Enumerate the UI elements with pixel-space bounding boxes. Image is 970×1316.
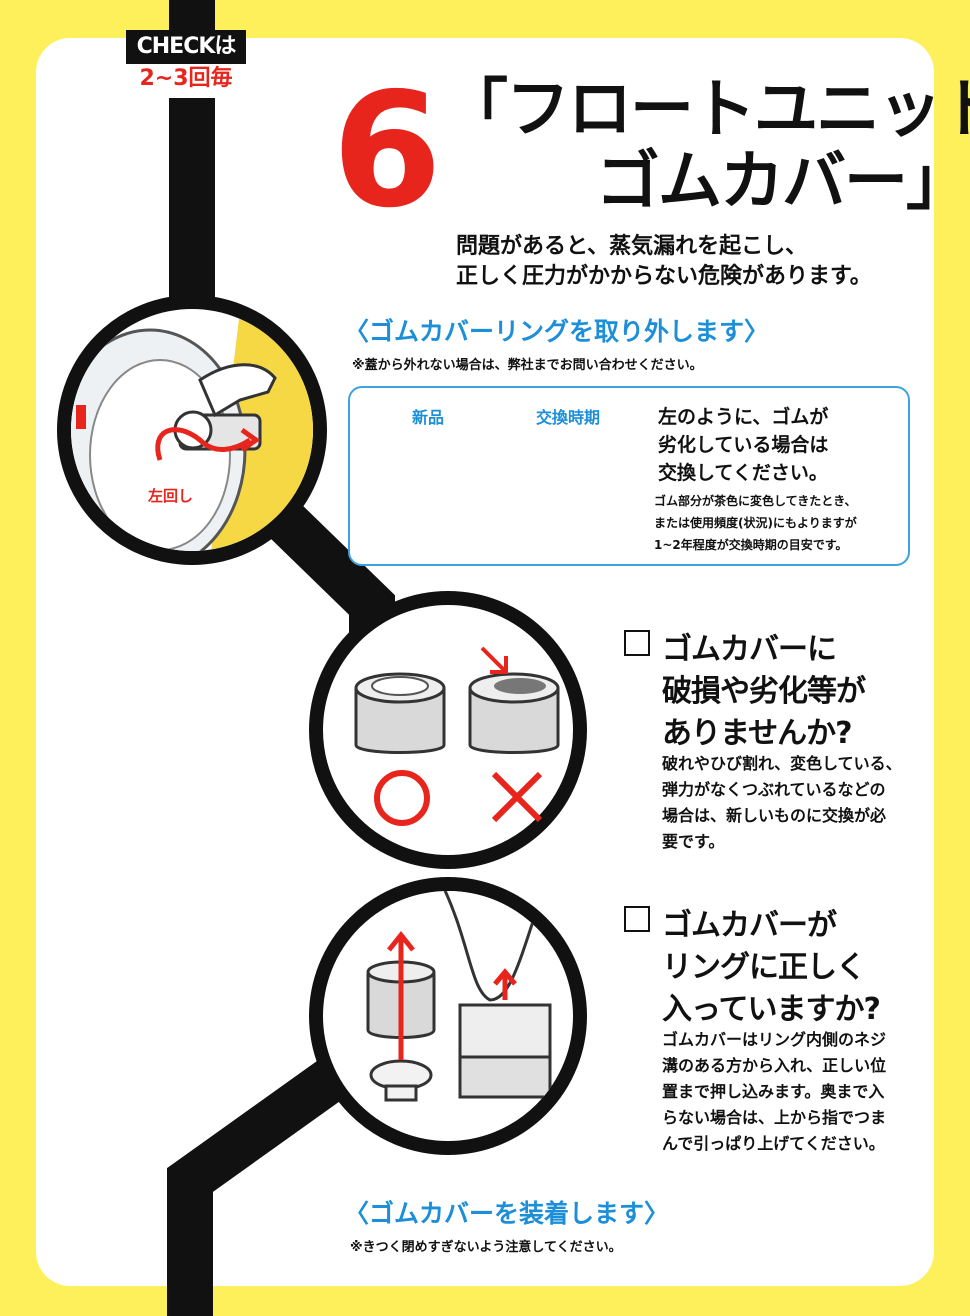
page-title-line2: ゴムカバー」 — [596, 145, 970, 219]
info-body-line1: ゴム部分が茶色に変色してきたとき、 — [654, 494, 857, 508]
info-heading-line3: 交換してください。 — [658, 462, 828, 484]
section-attach-title: 〈ゴムカバーを装着します〉 — [344, 1199, 670, 1228]
check1-checkbox[interactable] — [624, 630, 650, 656]
illustration-insert-cover — [309, 877, 587, 1155]
check2-body-line3: 置まで押し込みます。奥まで入 — [662, 1082, 885, 1101]
check2-body-line4: らない場合は、上から指でつま — [662, 1108, 887, 1127]
check2-body-line2: 溝のある方から入れ、正しい位 — [662, 1056, 887, 1075]
check2-title-line1: ゴムカバーが — [662, 908, 837, 943]
check1-body-line1: 破れやひび割れ、変色している、 — [662, 754, 902, 773]
check1-title-line1: ゴムカバーに — [662, 632, 837, 667]
replacement-info-box — [348, 386, 910, 566]
info-heading-line2: 劣化している場合は — [658, 434, 829, 456]
check2-checkbox[interactable] — [624, 906, 650, 932]
step-number: 6 — [332, 59, 442, 243]
section-remove-note: ※蓋から外れない場合は、弊社までお問い合わせください。 — [352, 358, 703, 373]
warning-line2: 正しく圧力がかからない危険があります。 — [456, 264, 872, 289]
check1-title-line3: ありませんか? — [662, 716, 853, 751]
label-replace-time: 交換時期 — [536, 408, 601, 427]
info-heading-line1: 左のように、ゴムが — [658, 406, 829, 428]
turn-left-label: 左回し — [148, 487, 194, 505]
check1-title-line2: 破損や劣化等が — [662, 674, 866, 709]
check1-body-line3: 場合は、新しいものに交換が必 — [662, 806, 887, 825]
check2-title-line3: 入っていますか? — [662, 992, 881, 1027]
check-badge-top: CHECKは — [126, 30, 246, 64]
label-new: 新品 — [412, 408, 445, 427]
check2-body-line1: ゴムカバーはリング内側のネジ — [662, 1030, 887, 1049]
check2-body-line5: んで引っぱり上げてください。 — [662, 1134, 885, 1153]
section-attach-note: ※きつく閉めすぎないよう注意してください。 — [350, 1240, 622, 1255]
illustration-remove-ring — [57, 295, 327, 565]
check1-body-line2: 弾力がなくつぶれているなどの — [662, 780, 886, 799]
info-body-line3: 1~2年程度が交換時期の目安です。 — [654, 538, 848, 552]
info-body-line2: または使用頻度(状況)にもよりますが — [654, 516, 857, 530]
warning-line1: 問題があると、蒸気漏れを起こし、 — [456, 234, 808, 259]
check1-body-line4: 要です。 — [662, 832, 725, 851]
check2-title-line2: リングに正しく — [662, 950, 866, 985]
section-remove-title: 〈ゴムカバーリングを取り外します〉 — [344, 317, 770, 346]
page-title-line1: 「フロートユニット — [444, 73, 970, 147]
illustration-ok-ng — [309, 591, 587, 869]
check-badge-bottom: 2~3回毎 — [126, 64, 246, 98]
